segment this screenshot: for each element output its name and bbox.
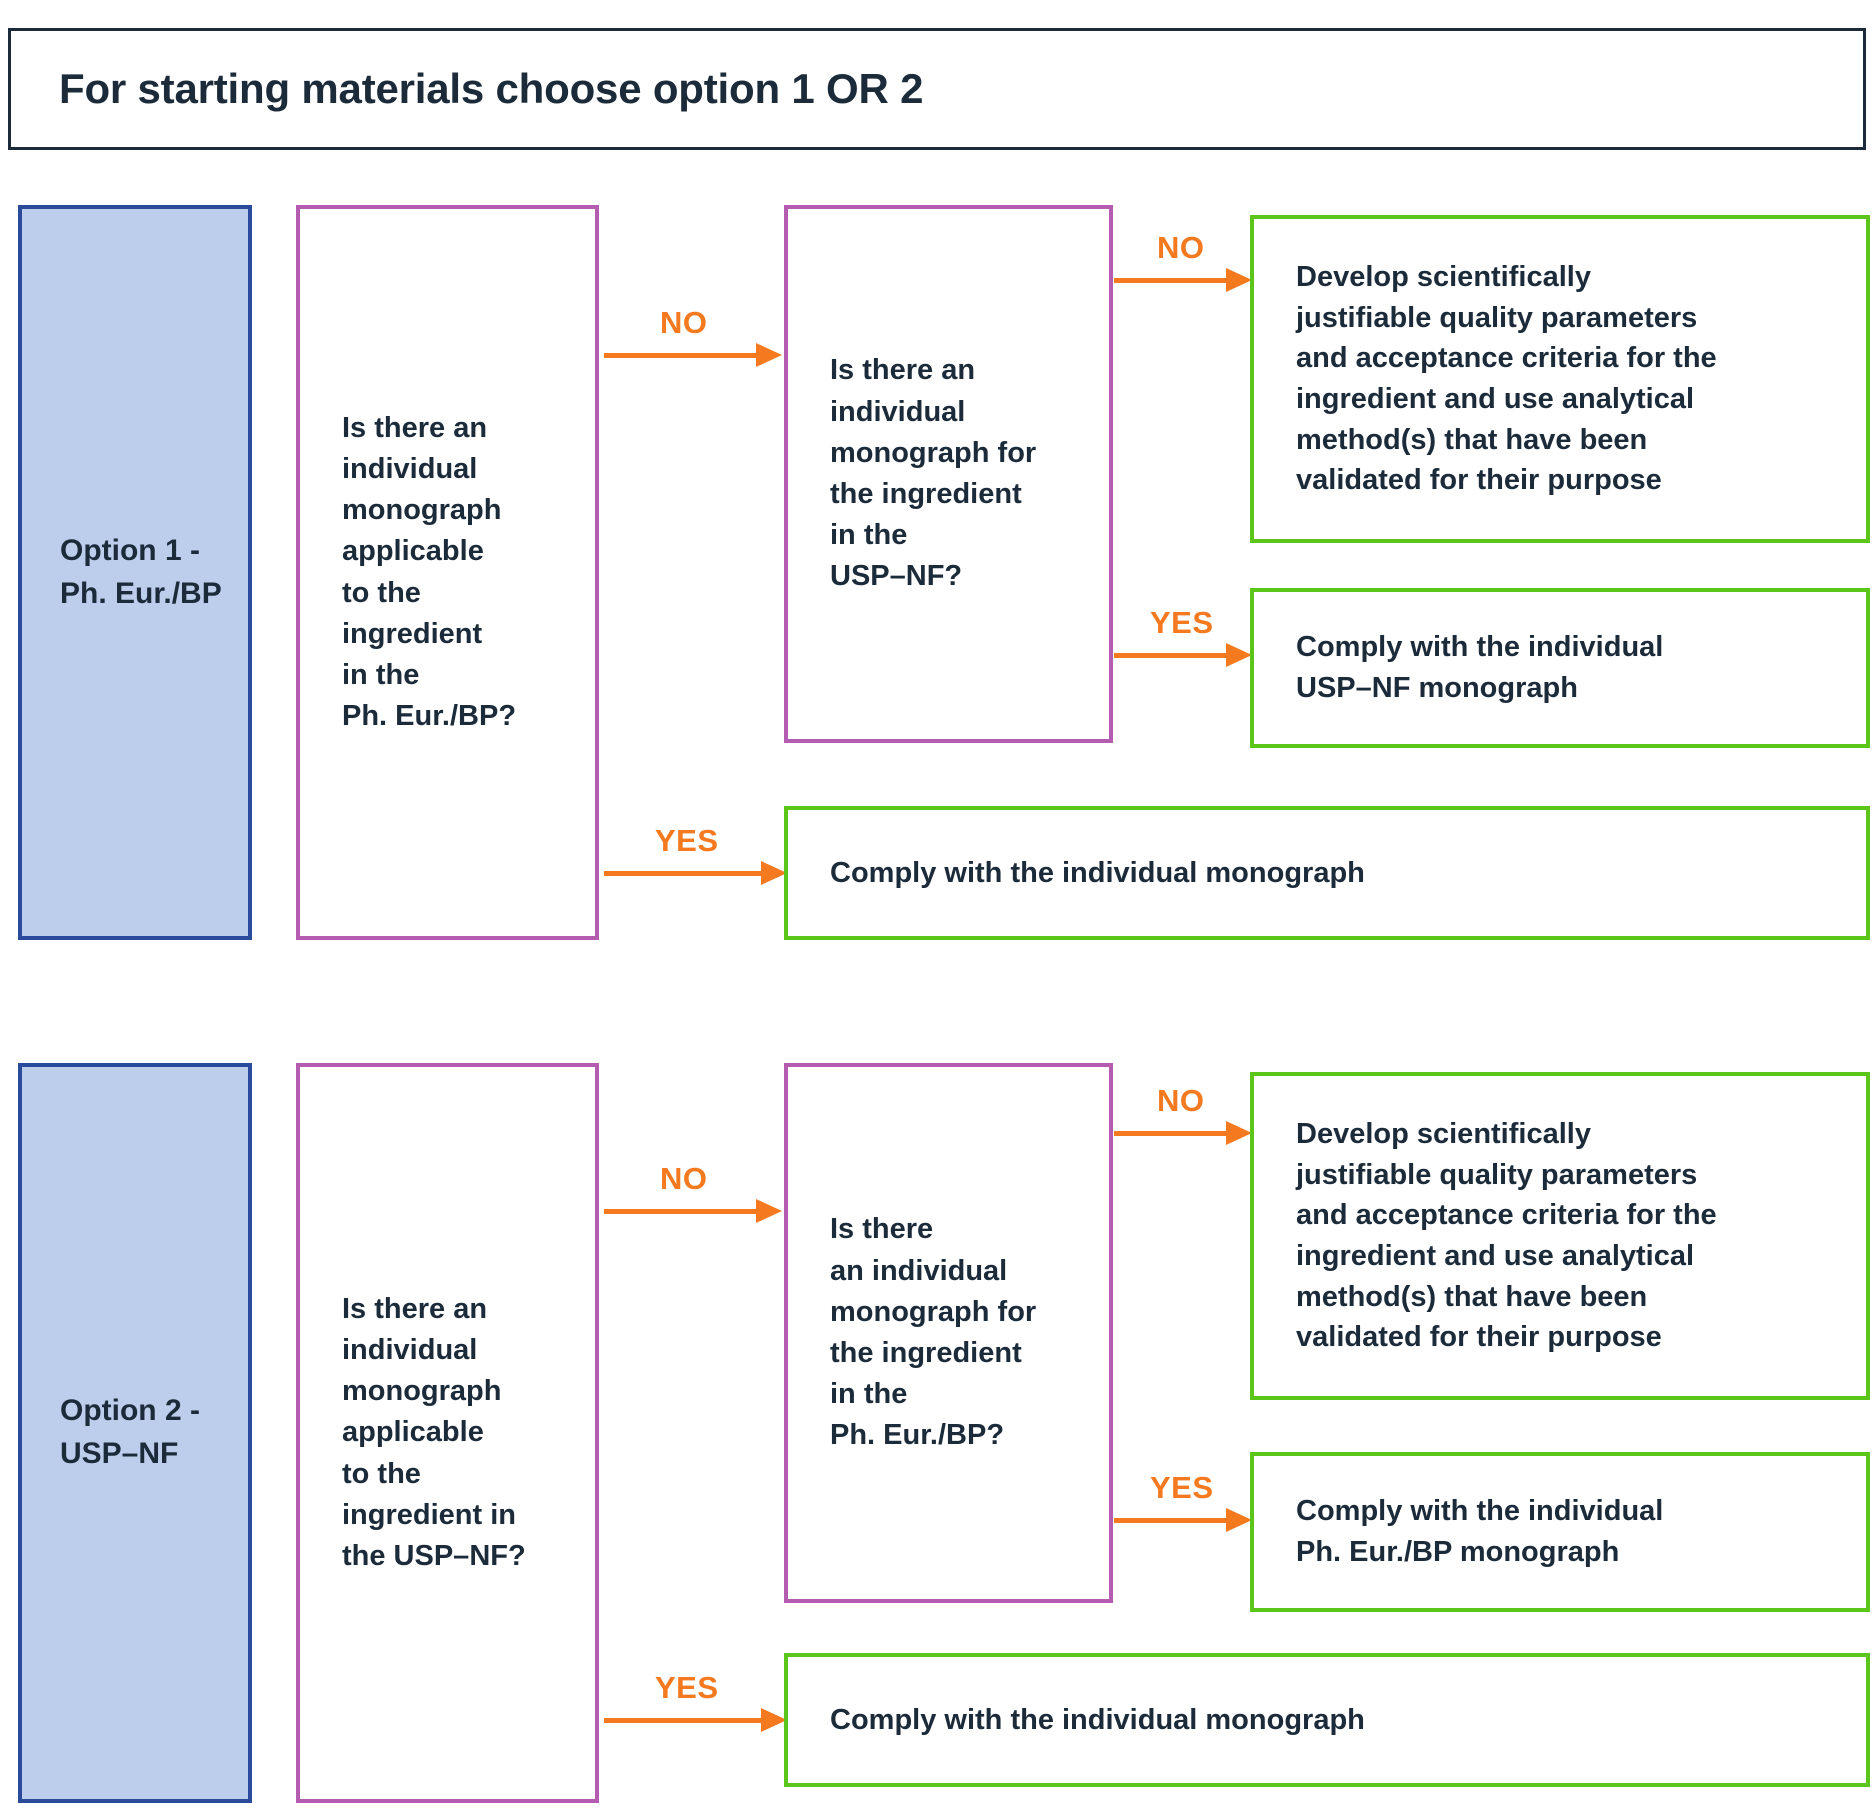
option1-arrow-no-2 (1114, 265, 1254, 295)
option2-decision2-box[interactable]: Is there an individual monograph for the… (784, 1063, 1113, 1603)
option1-decision2-box[interactable]: Is there an individual monograph for the… (784, 205, 1113, 743)
option2-start-box[interactable]: Option 2 - USP–NF (18, 1063, 252, 1803)
option1-decision1-text: Is there an individual monograph applica… (342, 411, 517, 733)
option2-start-label: Option 2 - USP–NF (60, 1394, 200, 1470)
option1-outcome-comply-usp-text: Comply with the individual USP–NF monogr… (1296, 631, 1664, 704)
option1-decision2-text: Is there an individual monograph for the… (830, 354, 1037, 593)
option1-arrow-yes-2 (1114, 640, 1254, 670)
option2-arrow-yes-2-label: YES (1150, 1470, 1214, 1505)
option2-outcome-develop-text: Develop scientifically justifiable quali… (1296, 1118, 1717, 1354)
option1-outcome-develop-text: Develop scientifically justifiable quali… (1296, 261, 1717, 497)
option1-outcome-comply-individual-text: Comply with the individual monograph (830, 856, 1365, 889)
option2-arrow-no-2 (1114, 1118, 1254, 1148)
option2-outcome-comply-pheur-box[interactable]: Comply with the individual Ph. Eur./BP m… (1250, 1452, 1870, 1612)
title-banner: For starting materials choose option 1 O… (8, 28, 1866, 150)
page-title: For starting materials choose option 1 O… (59, 65, 924, 112)
option1-arrow-yes-1 (604, 858, 789, 888)
option2-decision2-text: Is there an individual monograph for the… (830, 1213, 1037, 1452)
option2-outcome-comply-pheur-text: Comply with the individual Ph. Eur./BP m… (1296, 1495, 1664, 1568)
option2-decision1-text: Is there an individual monograph applica… (342, 1292, 526, 1572)
option1-outcome-develop-box[interactable]: Develop scientifically justifiable quali… (1250, 215, 1870, 543)
option2-outcome-comply-individual-text: Comply with the individual monograph (830, 1703, 1365, 1736)
option1-outcome-comply-usp-box[interactable]: Comply with the individual USP–NF monogr… (1250, 588, 1870, 748)
option2-outcome-comply-individual-box[interactable]: Comply with the individual monograph (784, 1653, 1870, 1787)
option1-arrow-yes-2-label: YES (1150, 605, 1214, 640)
option1-outcome-comply-individual-box[interactable]: Comply with the individual monograph (784, 806, 1870, 940)
option2-arrow-no-1-label: NO (660, 1161, 708, 1196)
option1-arrow-yes-1-label: YES (655, 823, 719, 858)
option1-decision1-box[interactable]: Is there an individual monograph applica… (296, 205, 599, 940)
option2-arrow-yes-2 (1114, 1505, 1254, 1535)
option1-arrow-no-1 (604, 340, 784, 370)
option2-decision1-box[interactable]: Is there an individual monograph applica… (296, 1063, 599, 1803)
option2-arrow-yes-1 (604, 1705, 789, 1735)
option2-outcome-develop-box[interactable]: Develop scientifically justifiable quali… (1250, 1072, 1870, 1400)
option2-arrow-no-2-label: NO (1157, 1083, 1205, 1118)
option1-start-label: Option 1 - Ph. Eur./BP (60, 533, 222, 610)
option1-arrow-no-1-label: NO (660, 305, 708, 340)
option1-arrow-no-2-label: NO (1157, 230, 1205, 265)
option2-arrow-yes-1-label: YES (655, 1670, 719, 1705)
option2-arrow-no-1 (604, 1196, 784, 1226)
option1-start-box[interactable]: Option 1 - Ph. Eur./BP (18, 205, 252, 940)
